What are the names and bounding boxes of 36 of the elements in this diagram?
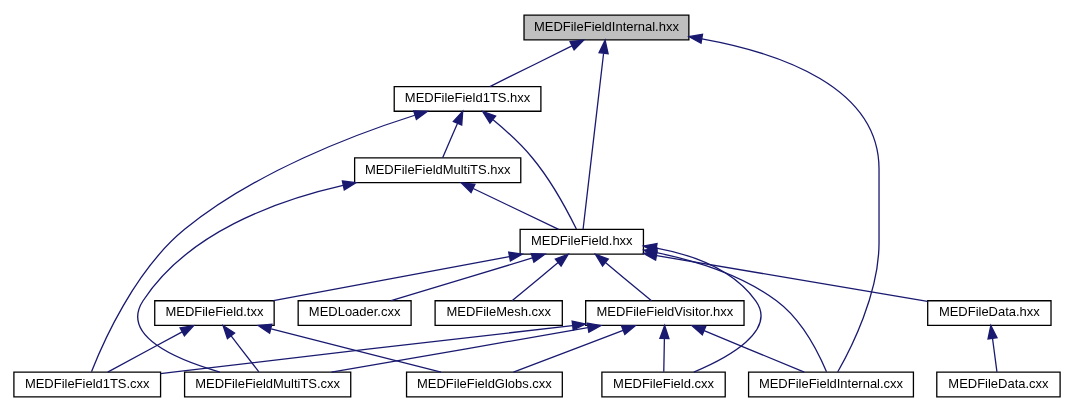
arrow	[687, 33, 880, 373]
arrow	[390, 252, 547, 301]
node-box: MEDFileData.cxx	[936, 371, 1061, 397]
arrow	[159, 319, 588, 374]
arrow	[512, 324, 638, 373]
arrow	[256, 323, 442, 373]
arrow	[272, 250, 525, 301]
node-box: MEDFileField.hxx	[519, 228, 645, 255]
arrow	[90, 109, 430, 372]
node-box: MEDLoader.cxx	[297, 299, 412, 326]
node-box: MEDFileField.txx	[154, 299, 275, 326]
arrow	[107, 324, 196, 373]
node-box: MEDFileData.hxx	[927, 299, 1052, 326]
arrow	[442, 109, 464, 158]
node-box: MEDFileField1TS.hxx	[393, 85, 542, 112]
node-box: MEDFileFieldVisitor.hxx	[585, 299, 745, 326]
node-box: MEDFileFieldInternal.hxx	[523, 14, 690, 40]
node-box: MEDFileField.cxx	[601, 371, 726, 397]
arrow	[489, 38, 586, 87]
arrow	[593, 252, 653, 301]
arrow	[137, 179, 358, 373]
arrow	[987, 323, 999, 372]
arrow	[459, 181, 560, 230]
arrow	[330, 321, 603, 373]
node-box: MEDFileFieldInternal.cxx	[747, 371, 915, 397]
arrow	[221, 323, 260, 372]
arrow	[481, 109, 578, 230]
arrow	[511, 252, 570, 301]
node-box: MEDFileMesh.cxx	[434, 299, 563, 326]
node-box: MEDFileFieldMultiTS.cxx	[183, 371, 352, 397]
arrow	[690, 324, 805, 373]
arrow	[582, 37, 609, 230]
node-box: MEDFileFieldMultiTS.hxx	[354, 156, 522, 183]
arrow	[658, 323, 670, 372]
node-box: MEDFileField1TS.cxx	[13, 371, 162, 397]
node-box: MEDFileFieldGlobs.cxx	[405, 371, 563, 397]
